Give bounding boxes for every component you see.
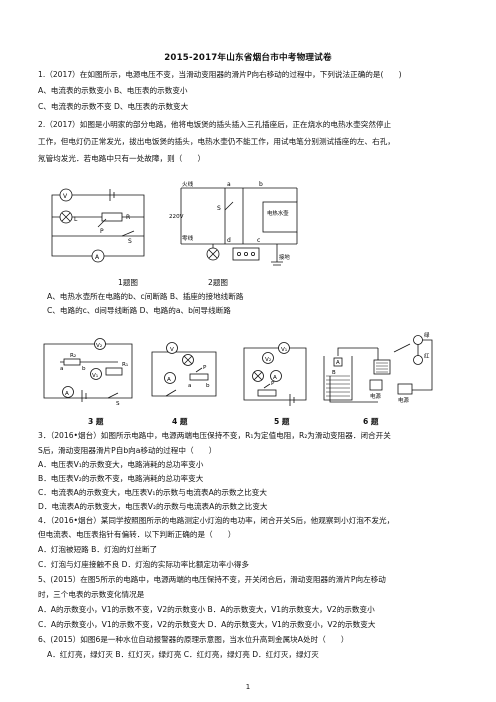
fig2-live-wire-label: 火线: [182, 180, 194, 188]
fig5-v1-label: V₁: [281, 347, 287, 353]
fig6-block-a-label: A: [336, 360, 340, 366]
fig2-point-b: b: [259, 181, 263, 188]
fig2-ground-label: 接地: [279, 253, 290, 261]
fig3-caption: 3 题: [88, 417, 104, 426]
fig1-caption: 1题图: [118, 278, 139, 287]
page-title: 2015-2017年山东省烟台市中考物理试卷: [164, 53, 332, 63]
fig6-block-b-label: B: [332, 370, 336, 376]
q2-options-cd: C、电路的c、d间导线断路 D、电路的a、b间导线断路: [47, 306, 231, 315]
fig2-point-c: c: [257, 237, 260, 244]
fig5-v2-label: V₂: [265, 357, 271, 363]
q2-stem-2: 工作，但电灯仍正常发光，拔出电饭煲的插头，电热水壶仍不能工作，用试电笔分别测试插…: [38, 137, 395, 146]
q5-options-cd: C．A的示数变小，V1的示数不变，V2的示数变大 D．A的示数变大，V1的示数变…: [38, 620, 376, 629]
fig3-r1-label: R₁: [122, 362, 128, 368]
fig5-ammeter-label: A: [273, 375, 277, 381]
q4-options-ab: A．灯泡被短路 B．灯泡的灯丝断了: [38, 545, 158, 554]
fig5-caption: 5 题: [274, 417, 290, 426]
q4-stem-1: 4．（2016•烟台）某同学按照图所示的电路测定小灯泡的电功率，闭合开关S后，他…: [38, 516, 395, 525]
fig3-ammeter-label: A: [65, 391, 69, 397]
fig3-v1-label: V₁: [92, 373, 98, 379]
figure-1-circuit: V L R P A S: [51, 188, 145, 263]
fig1-slider-label: P: [100, 228, 104, 235]
fig6-power-label-2: 电源: [398, 396, 409, 404]
fig4-point-a: a: [188, 383, 191, 389]
figure-2-household-circuit: 火线 零线 220V a b c d S 电热水壶 接地: [169, 180, 298, 266]
fig2-voltage-label: 220V: [169, 214, 184, 220]
fig6-red-lamp-label: 红: [424, 352, 430, 360]
figure-5-circuit: V₂ V₁ A P: [243, 342, 307, 406]
fig3-switch-label: S: [116, 401, 120, 407]
q3-option-c: C．电流表A的示数变大，电压表V₁的示数与电流表A的示数之比变大: [38, 488, 267, 497]
q6-stem: 6、(2015）如图6是一种水位自动报警器的原理示意图，当水位升高到金属块A处时…: [38, 635, 349, 644]
fig3-point-a: a: [60, 366, 63, 372]
page-number: 1: [245, 683, 251, 691]
figure-4-circuit: V A a b P: [151, 342, 217, 397]
fig6-caption: 6 题: [363, 417, 379, 426]
fig1-lamp-label: L: [74, 216, 78, 223]
fig4-voltmeter-label: V: [170, 347, 174, 353]
fig3-v2-label: V₂: [96, 343, 102, 349]
q3-option-b: B．电压表V₂的示数不变，电路消耗的总功率变大: [38, 474, 204, 483]
fig1-voltmeter-label: V: [63, 193, 68, 200]
fig4-slider-label: P: [203, 365, 207, 371]
figure-3-circuit: V₂ V₁ R₁ a b R₂ A S: [43, 338, 133, 407]
q3-option-a: A．电压表V₁的示数变大，电路消耗的总功率变小: [38, 460, 204, 469]
fig2-point-a: a: [227, 181, 231, 188]
fig3-point-b: b: [82, 366, 86, 372]
fig2-caption: 2题图: [208, 278, 229, 287]
fig2-point-d: d: [227, 237, 231, 244]
q3-option-d: D．电流表A的示数变大，电压表V₂的示数与电流表A的示数之比变大: [38, 502, 268, 511]
fig1-ammeter-label: A: [95, 254, 100, 261]
q1-stem: 1.（2017）在如图所示，电源电压不变，当滑动变阻器的滑片P向右移动的过程中，…: [38, 70, 402, 79]
fig1-resistor-label: R: [126, 214, 130, 221]
q2-stem-3: 氖管均发光．若电路中只有一处故障，则（ ）: [38, 154, 206, 163]
q5-stem-2: 时，三个电表的示数变化情况是: [38, 590, 145, 599]
q4-stem-2: 但电流表、电压表指针有偏转．以下判断正确的是（ ）: [38, 530, 236, 539]
q4-options-cd: C．灯泡与灯座接触不良 D．灯泡的实际功率比额定功率小得多: [38, 560, 249, 569]
fig4-point-b: b: [206, 383, 210, 389]
fig3-r2-label: R₂: [70, 353, 76, 359]
fig2-kettle-label: 电热水壶: [267, 209, 289, 217]
fig4-caption: 4 题: [172, 417, 188, 426]
fig5-slider-label: P: [271, 381, 275, 387]
fig2-switch-label: S: [217, 205, 221, 212]
q3-stem-1: 3．（2016•烟台）如图所示电路中，电源两端电压保持不变，R₁为定值电阻，R₂…: [38, 431, 391, 440]
q1-options-ab: A、电流表的示数变小 B、电压表的示数变小: [38, 86, 188, 95]
q5-stem-1: 5、(2015）在图5所示的电路中，电源两端的电压保持不变，开关闭合后，滑动变阻…: [38, 575, 386, 584]
fig6-green-lamp-label: 绿: [424, 331, 430, 339]
q5-options-ab: A．A的示数变小，V1的示数不变，V2的示数变小 B．A的示数变大，V1的示数变…: [38, 605, 375, 614]
fig1-switch-label: S: [128, 238, 132, 245]
q1-options-cd: C、电流表的示数不变 D、电压表的示数变大: [38, 102, 189, 111]
q2-options-ab: A、电热水壶所在电路的b、c间断路 B、插座的接地线断路: [47, 292, 244, 301]
q2-stem-1: 2.（2017）如图是小明家的部分电路，他将电饭煲的插头插入三孔插座后，正在烧水…: [38, 120, 392, 129]
fig4-ammeter-label: A: [167, 377, 171, 383]
fig6-power-label-1: 电源: [370, 392, 381, 400]
figure-6-water-alarm: A B 电源 电源 绿 红: [323, 331, 433, 404]
fig2-neutral-wire-label: 零线: [182, 234, 194, 242]
q3-stem-2: S后，滑动变阻器滑片P自b向a移动的过程中（ ）: [38, 446, 217, 455]
q6-options: A．红灯亮，绿灯灭 B．红灯灭，绿灯亮 C．红灯亮，绿灯亮 D．红灯灭，绿灯灭: [47, 650, 319, 659]
